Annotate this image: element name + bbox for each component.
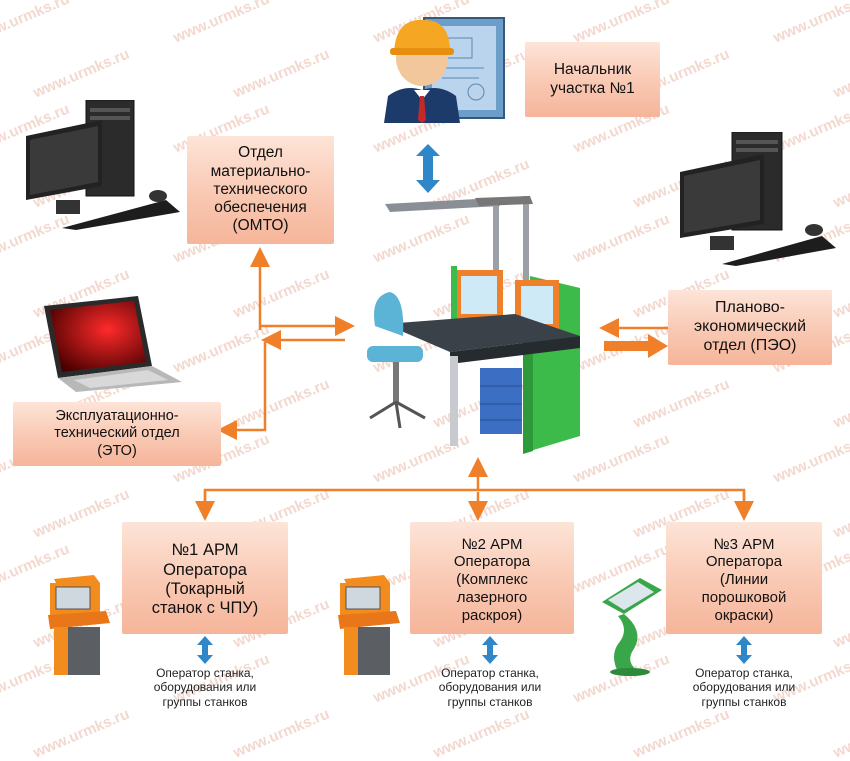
caption1-line-1: Оператор станка, xyxy=(156,666,254,680)
op2-line-5: раскроя) xyxy=(461,606,523,624)
op3-line-1: №3 АРМ xyxy=(713,535,775,553)
chief-box: Начальник участка №1 xyxy=(525,42,660,117)
omto-line-3: технического xyxy=(213,180,308,198)
op3-line-4: порошковой xyxy=(701,588,787,606)
omto-line-2: материально- xyxy=(210,162,311,180)
op1-line-1: №1 АРМ xyxy=(171,541,239,560)
caption3-line-3: группы станков xyxy=(701,694,787,709)
peo-line-1: Планово- xyxy=(714,299,785,317)
caption2-line-2: оборудования или xyxy=(438,680,542,695)
op2-line-2: Оператора xyxy=(453,553,531,571)
op1-line-3: (Токарный xyxy=(165,580,245,598)
omto-line-4: обеспечения xyxy=(214,199,307,217)
operator-box-3: №3 АРМ Оператора (Линии порошковой окрас… xyxy=(666,522,822,634)
omto-line-5: (ОМТО) xyxy=(232,217,289,235)
double-arrow-chief xyxy=(416,144,440,193)
operator-caption-3: Оператор станка, оборудования или группы… xyxy=(669,666,819,709)
caption2-line-1: Оператор станка, xyxy=(441,666,539,680)
arrow-bottom-bus xyxy=(203,488,746,512)
caption3-line-2: оборудования или xyxy=(692,680,796,695)
chief-line-2: участка №1 xyxy=(550,79,635,97)
kiosk-terminal-icon xyxy=(602,578,662,676)
operator-box-2: №2 АРМ Оператора (Комплекс лазерного рас… xyxy=(410,522,574,634)
workstation-desk-icon xyxy=(367,196,580,454)
operator-caption-1: Оператор станка, оборудования или группы… xyxy=(130,666,280,709)
kiosk-terminal-icon xyxy=(338,575,400,675)
caption1-line-3: группы станков xyxy=(162,694,248,709)
eto-line-2: технический отдел xyxy=(54,425,180,442)
arrow-desk-to-eto xyxy=(217,342,267,440)
omto-line-1: Отдел xyxy=(238,144,283,162)
operator-caption-2: Оператор станка, оборудования или группы… xyxy=(415,666,565,709)
eto-line-3: (ЭТО) xyxy=(97,442,137,459)
double-arrow-op3 xyxy=(736,636,752,664)
kiosk-terminal-icon xyxy=(48,575,110,675)
peo-line-3: отдел (ПЭО) xyxy=(703,336,797,354)
eto-line-1: Эксплуатационно- xyxy=(55,408,179,425)
op3-line-3: (Линии xyxy=(719,571,769,589)
caption3-line-1: Оператор станка, xyxy=(695,666,793,680)
double-arrow-op2 xyxy=(482,636,498,664)
op1-line-2: Оператора xyxy=(163,560,247,579)
connection-arrows xyxy=(195,144,754,664)
double-arrow-op1 xyxy=(197,636,213,664)
op3-line-5: окраски) xyxy=(714,606,774,624)
peo-line-2: экономический xyxy=(693,318,807,336)
laptop-icon xyxy=(44,296,182,392)
desktop-computer-icon xyxy=(26,100,180,230)
op2-line-3: (Комплекс xyxy=(456,571,528,589)
op1-line-4: станок с ЧПУ) xyxy=(151,599,259,618)
chief-line-1: Начальник xyxy=(553,61,632,79)
omto-box: Отдел материально- технического обеспече… xyxy=(187,136,334,244)
peo-box: Планово- экономический отдел (ПЭО) xyxy=(668,290,832,365)
desktop-computer-icon xyxy=(680,132,836,266)
op2-line-1: №2 АРМ xyxy=(461,535,523,553)
op2-line-4: лазерного xyxy=(456,588,528,606)
arrow-desk-to-peo xyxy=(604,334,668,358)
operator-box-1: №1 АРМ Оператора (Токарный станок с ЧПУ) xyxy=(122,522,288,634)
eto-box: Эксплуатационно- технический отдел (ЭТО) xyxy=(13,402,221,466)
caption1-line-2: оборудования или xyxy=(153,680,257,695)
op3-line-2: Оператора xyxy=(705,553,783,571)
caption2-line-3: группы станков xyxy=(447,694,533,709)
engineer-icon xyxy=(384,17,505,123)
